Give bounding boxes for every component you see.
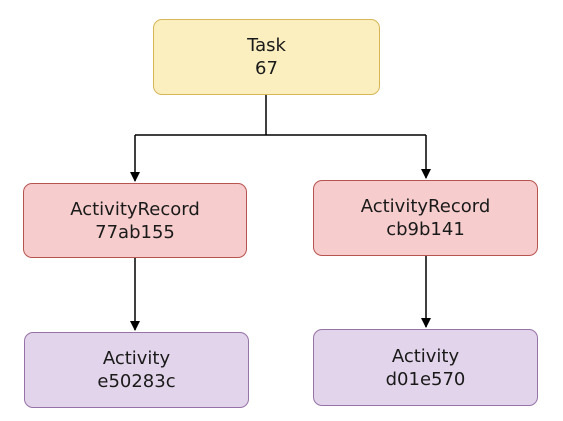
node-activity-right-title: Activity	[391, 345, 460, 367]
node-task-title: Task	[247, 35, 286, 56]
node-activity-record-right[interactable]: ActivityRecord cb9b141	[313, 180, 538, 256]
node-activity-right-id: d01e570	[385, 368, 466, 390]
node-activity-record-right-title: ActivityRecord	[360, 196, 491, 217]
node-task[interactable]: Task 67	[153, 19, 380, 95]
node-activity-record-left[interactable]: ActivityRecord 77ab155	[23, 183, 247, 258]
node-activity-right[interactable]: Activity d01e570	[313, 329, 538, 406]
node-activity-left[interactable]: Activity e50283c	[24, 332, 249, 408]
node-activity-left-id: e50283c	[97, 371, 176, 392]
node-activity-record-left-title: ActivityRecord	[70, 198, 200, 220]
node-task-id: 67	[255, 58, 278, 79]
node-activity-record-left-id: 77ab155	[95, 221, 175, 243]
node-activity-record-right-id: cb9b141	[386, 219, 465, 240]
node-activity-left-title: Activity	[102, 348, 171, 369]
